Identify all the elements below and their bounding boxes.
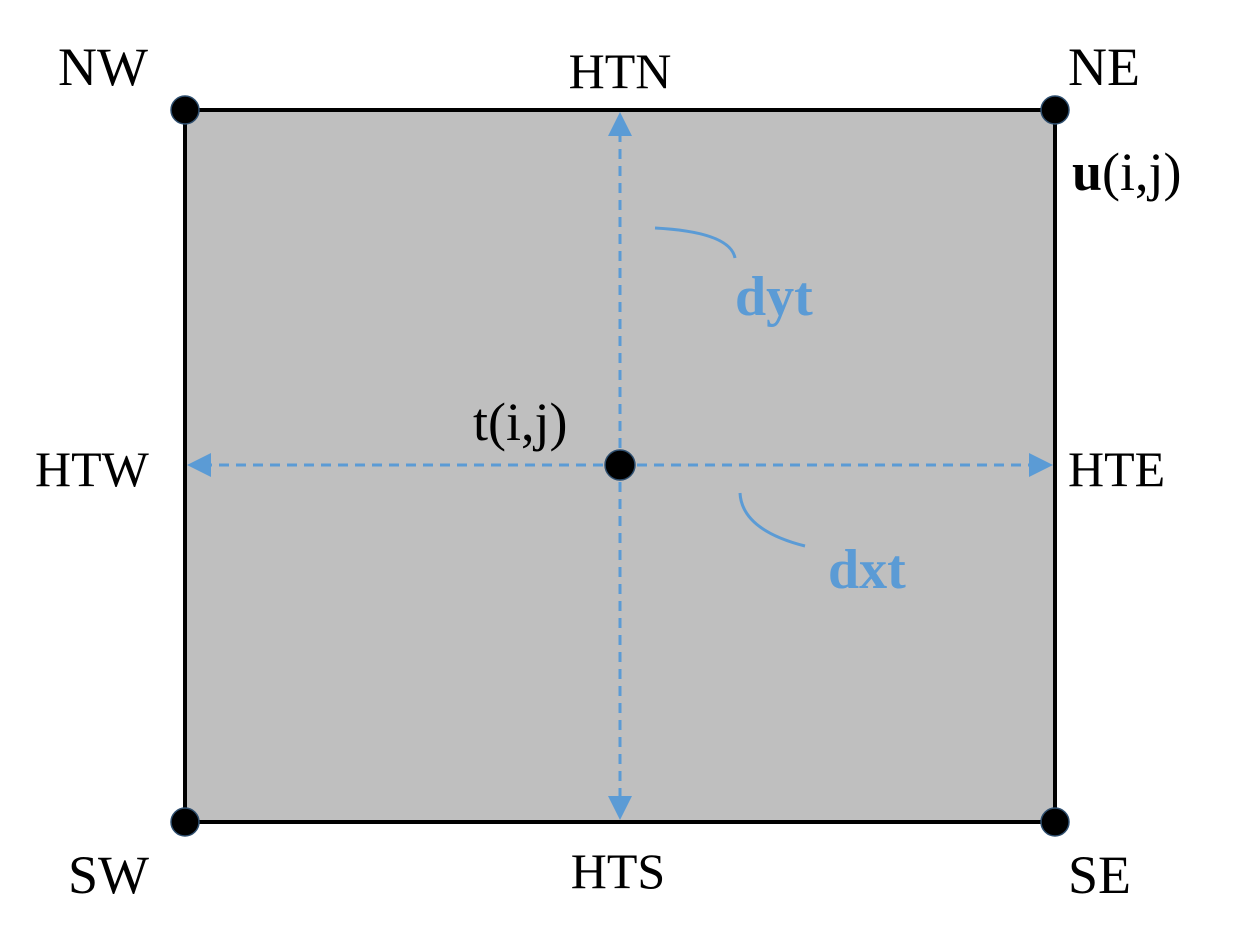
u-index: (i,j)	[1102, 142, 1181, 202]
corner-se-dot	[1040, 807, 1070, 837]
label-hts: HTS	[571, 843, 665, 899]
label-nw: NW	[58, 37, 148, 97]
dxt-leader	[738, 492, 806, 548]
corner-ne-dot	[1040, 95, 1070, 125]
label-u-point: u(i,j)	[1072, 142, 1182, 202]
u-symbol: u	[1072, 142, 1102, 202]
label-hte: HTE	[1068, 441, 1165, 497]
label-dxt: dxt	[828, 539, 906, 601]
label-sw: SW	[68, 845, 149, 905]
label-se: SE	[1068, 845, 1131, 905]
corner-sw-dot	[170, 807, 200, 837]
label-t-point: t(i,j)	[473, 392, 567, 452]
corner-nw-dot	[170, 95, 200, 125]
label-ne: NE	[1068, 37, 1140, 97]
label-htn: HTN	[569, 43, 672, 99]
dyt-leader	[654, 226, 737, 259]
label-htw: HTW	[35, 441, 150, 497]
label-dyt: dyt	[735, 266, 813, 328]
center-t-dot	[604, 449, 636, 481]
